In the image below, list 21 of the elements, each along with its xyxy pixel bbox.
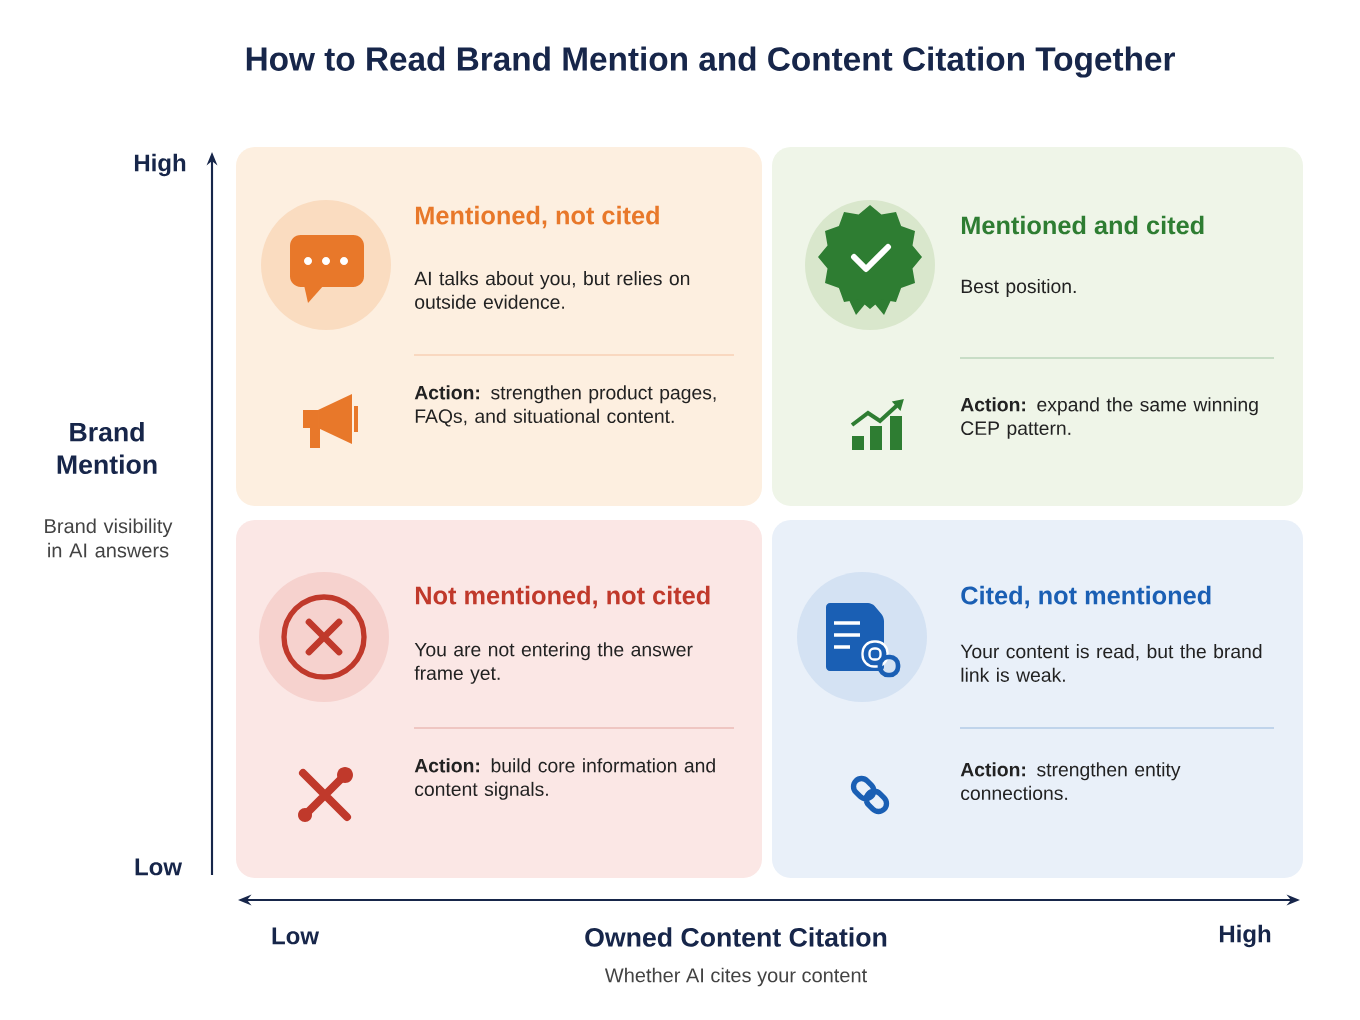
card-description: You are not entering the answer frame yet. (414, 642, 693, 684)
action-text: Action: strengthen product pages, FAQs, and situational content. (414, 385, 716, 427)
axis-title: Brand Mention (57, 421, 157, 475)
card-heading: Not mentioned, not cited (415, 585, 710, 609)
action-text: Action: build core information and content signals. (414, 758, 715, 800)
axis-subtitle: Whether AI cites your content (604, 967, 867, 987)
axis-label: High (134, 153, 186, 177)
card-heading: Mentioned, not cited (415, 205, 659, 229)
card-description: AI talks about you, but relies on outside evidence. (414, 271, 690, 309)
axis-title: Owned Content Citation (585, 927, 887, 947)
card-description: Best position. (961, 279, 1076, 297)
axis-subtitle: Brand visibility in AI answers (45, 518, 173, 558)
card-heading: Mentioned and cited (961, 215, 1204, 235)
axis-label: Low (272, 927, 320, 945)
action-text: Action: expand the same winning CEP pattern. (960, 397, 1258, 439)
card-heading: Cited, not mentioned (961, 585, 1211, 609)
axis-label: Low (135, 858, 183, 876)
title: How to Read Brand Mention and Content Citation Together (246, 46, 1175, 78)
axis-label: High (1219, 924, 1271, 948)
card-description: Your content is read, but the brand link is weak. (960, 644, 1262, 682)
action-text: Action: strengthen entity connections. (960, 762, 1181, 801)
